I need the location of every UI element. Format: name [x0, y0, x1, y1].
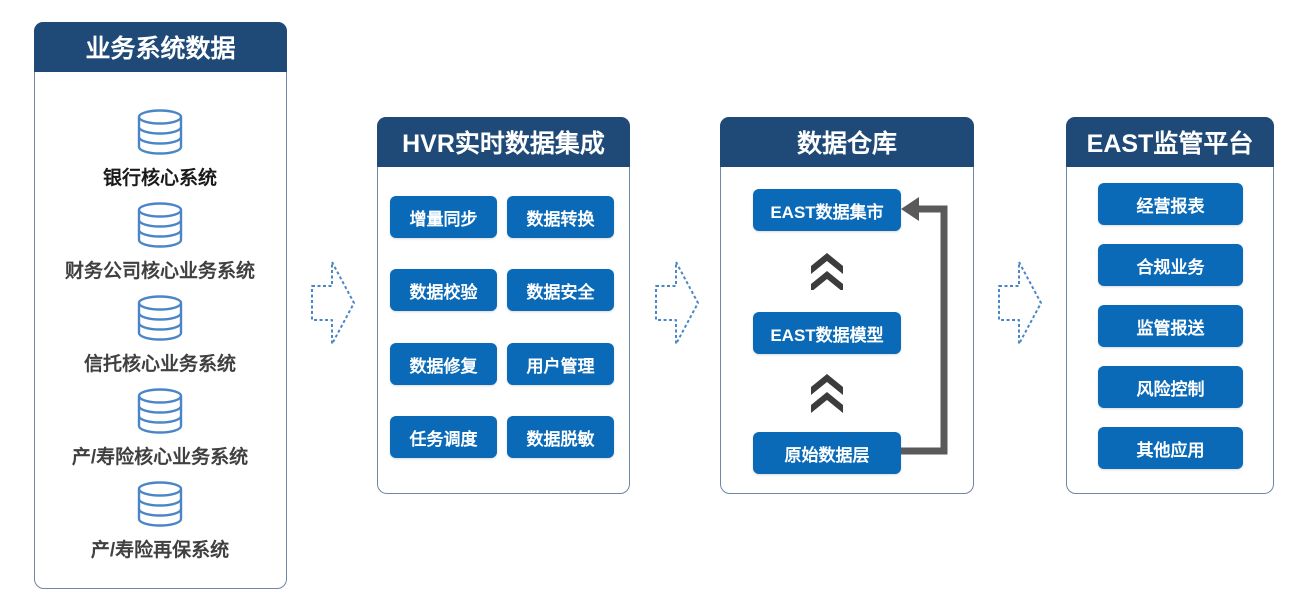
- business-systems-title: 业务系统数据: [34, 22, 287, 72]
- raw-data-layer[interactable]: 原始数据层: [753, 432, 901, 474]
- hvr-integration-title: HVR实时数据集成: [377, 117, 630, 167]
- source-insurance-core: 产/寿险核心业务系统: [35, 388, 285, 469]
- database-icon: [137, 202, 183, 248]
- source-bank-core: 银行核心系统: [35, 109, 285, 190]
- database-icon: [137, 481, 183, 527]
- data-warehouse-panel: 数据仓库 EAST数据集市 EAST数据模型 原始数据层: [720, 117, 974, 494]
- hvr-user-management-button[interactable]: 用户管理: [507, 343, 614, 385]
- hvr-data-validation-button[interactable]: 数据校验: [390, 269, 497, 311]
- source-label: 产/寿险再保系统: [90, 540, 230, 561]
- flow-arrow-icon: [311, 261, 355, 345]
- regulatory-reporting-button[interactable]: 监管报送: [1098, 305, 1243, 347]
- east-platform-panel: EAST监管平台 经营报表 合规业务 监管报送 风险控制 其他应用: [1066, 117, 1274, 494]
- source-label: 信托核心业务系统: [83, 354, 236, 375]
- double-chevron-up-icon: [811, 374, 843, 413]
- database-icon: [137, 388, 183, 434]
- business-systems-panel: 业务系统数据 银行核心系统 财务公司核心业务系统 信托核心业务系统: [34, 22, 287, 589]
- flow-arrow-icon: [655, 261, 699, 345]
- hvr-integration-panel: HVR实时数据集成 增量同步 数据转换 数据校验 数据安全 数据修复 用户管理 …: [377, 117, 630, 494]
- east-data-model-layer[interactable]: EAST数据模型: [753, 312, 901, 354]
- hvr-data-transform-button[interactable]: 数据转换: [507, 196, 614, 238]
- operating-reports-button[interactable]: 经营报表: [1098, 183, 1243, 225]
- risk-control-button[interactable]: 风险控制: [1098, 366, 1243, 408]
- hvr-data-repair-button[interactable]: 数据修复: [390, 343, 497, 385]
- hvr-data-security-button[interactable]: 数据安全: [507, 269, 614, 311]
- compliance-business-button[interactable]: 合规业务: [1098, 244, 1243, 286]
- double-chevron-up-icon: [811, 253, 843, 290]
- east-data-mart-layer[interactable]: EAST数据集市: [753, 189, 901, 231]
- hvr-task-scheduling-button[interactable]: 任务调度: [390, 416, 497, 458]
- other-applications-button[interactable]: 其他应用: [1098, 427, 1243, 469]
- source-reinsurance: 产/寿险再保系统: [35, 481, 285, 562]
- feedback-arrow-icon: [901, 197, 948, 455]
- hvr-data-masking-button[interactable]: 数据脱敏: [507, 416, 614, 458]
- east-platform-title: EAST监管平台: [1066, 117, 1274, 167]
- database-icon: [137, 295, 183, 341]
- data-warehouse-title: 数据仓库: [720, 117, 974, 167]
- source-label: 产/寿险核心业务系统: [71, 447, 249, 468]
- hvr-incremental-sync-button[interactable]: 增量同步: [390, 196, 497, 238]
- source-finance-core: 财务公司核心业务系统: [35, 202, 285, 283]
- source-trust-core: 信托核心业务系统: [35, 295, 285, 376]
- source-label: 财务公司核心业务系统: [64, 261, 255, 282]
- database-icon: [137, 109, 183, 155]
- source-label: 银行核心系统: [102, 168, 217, 189]
- flow-arrow-icon: [998, 261, 1042, 345]
